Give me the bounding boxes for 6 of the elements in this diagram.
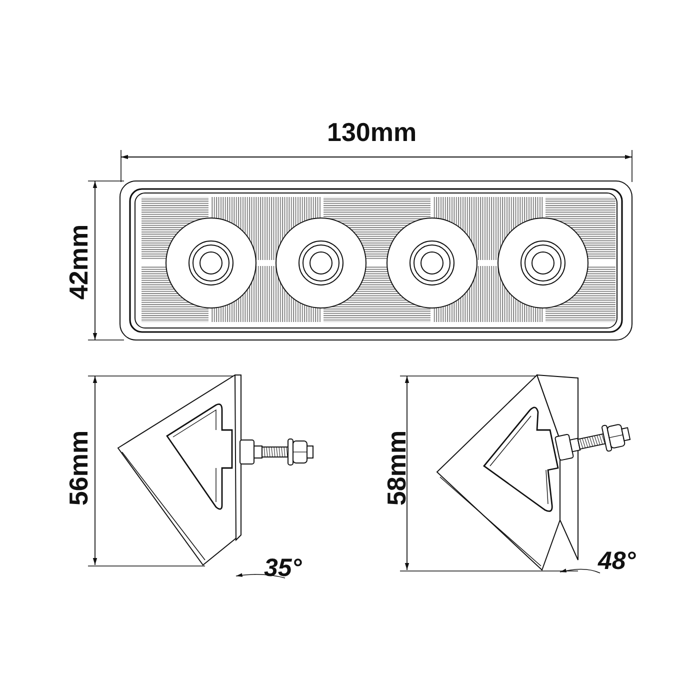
dimension-label: 48° bbox=[598, 548, 636, 574]
dimension-label: 130mm bbox=[327, 119, 417, 145]
dimension-label: 58mm bbox=[383, 430, 410, 506]
dimension-label: 35° bbox=[264, 556, 302, 580]
dimension-label: 42mm bbox=[65, 224, 92, 300]
dimension-label: 56mm bbox=[65, 430, 92, 506]
